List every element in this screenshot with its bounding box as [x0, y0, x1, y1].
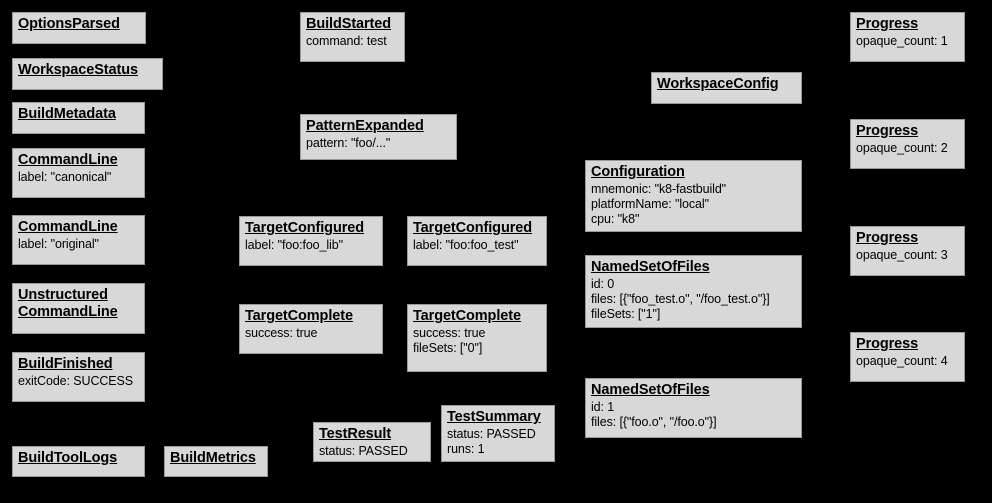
event-node-field: label: "original": [18, 237, 99, 252]
event-node-title: TestSummary: [447, 409, 541, 425]
event-node-progress-1[interactable]: Progress opaque_count: 1: [850, 12, 965, 62]
event-node-title: BuildFinished: [18, 356, 113, 372]
event-node-field: id: 1: [591, 400, 615, 415]
event-node-target-complete-foo-lib[interactable]: TargetComplete success: true: [239, 304, 383, 354]
event-node-field: pattern: "foo/...": [306, 136, 391, 151]
event-node-workspace-status[interactable]: WorkspaceStatus: [12, 58, 163, 90]
event-node-title: TargetComplete: [413, 308, 521, 324]
event-node-progress-4[interactable]: Progress opaque_count: 4: [850, 332, 965, 382]
event-node-unstructured-command-line[interactable]: Unstructured CommandLine: [12, 283, 145, 334]
event-node-title: BuildStarted: [306, 16, 392, 32]
event-node-test-result[interactable]: TestResult status: PASSED: [313, 422, 431, 462]
event-node-build-metrics[interactable]: BuildMetrics: [164, 446, 268, 477]
event-node-field: mnemonic: "k8-fastbuild": [591, 182, 727, 197]
event-node-progress-3[interactable]: Progress opaque_count: 3: [850, 226, 965, 276]
event-node-title: Configuration: [591, 164, 685, 180]
event-node-field: fileSets: ["1"]: [591, 306, 661, 321]
event-node-workspace-config[interactable]: WorkspaceConfig: [651, 72, 802, 104]
event-node-field: files: [{"foo.o", "/foo.o"}]: [591, 414, 717, 429]
event-node-title: Progress: [856, 16, 919, 32]
event-node-field: label: "foo:foo_test": [413, 238, 519, 253]
event-node-field: files: [{"foo_test.o", "/foo_test.o"}]: [591, 291, 770, 306]
event-node-field: success: true: [245, 326, 318, 341]
event-node-options-parsed[interactable]: OptionsParsed: [12, 12, 146, 44]
event-node-build-tool-logs[interactable]: BuildToolLogs: [12, 446, 145, 477]
event-node-title: TestResult: [319, 426, 392, 442]
event-node-field: platformName: "local": [591, 196, 709, 211]
event-node-field: opaque_count: 1: [856, 34, 948, 49]
event-node-title: TargetConfigured: [413, 220, 532, 236]
event-node-build-started[interactable]: BuildStarted command: test: [300, 12, 405, 62]
event-node-field: fileSets: ["0"]: [413, 340, 483, 355]
event-node-title: WorkspaceStatus: [18, 62, 138, 78]
event-node-command-line-canonical[interactable]: CommandLine label: "canonical": [12, 148, 145, 198]
event-node-title: Progress: [856, 336, 919, 352]
event-node-field: status: PASSED: [447, 427, 536, 442]
event-node-title: BuildToolLogs: [18, 450, 118, 466]
event-node-progress-2[interactable]: Progress opaque_count: 2: [850, 119, 965, 169]
event-node-title: Progress: [856, 230, 919, 246]
event-node-title: NamedSetOfFiles: [591, 382, 710, 398]
event-node-configuration[interactable]: Configuration mnemonic: "k8-fastbuild"pla…: [585, 160, 802, 232]
event-node-title: CommandLine: [18, 152, 118, 168]
event-node-build-finished[interactable]: BuildFinished exitCode: SUCCESS: [12, 352, 145, 402]
event-node-title: WorkspaceConfig: [657, 76, 779, 92]
event-node-field: exitCode: SUCCESS: [18, 374, 134, 389]
event-node-title: Progress: [856, 123, 919, 139]
event-node-title: OptionsParsed: [18, 16, 120, 32]
event-node-field: command: test: [306, 34, 387, 49]
event-node-field: opaque_count: 3: [856, 248, 948, 263]
event-node-field: id: 0: [591, 277, 615, 292]
event-node-target-configured-foo-lib[interactable]: TargetConfigured label: "foo:foo_lib": [239, 216, 383, 266]
event-node-field: runs: 1: [447, 441, 485, 456]
event-node-field: status: PASSED: [319, 444, 408, 459]
event-node-title: BuildMetadata: [18, 106, 116, 122]
event-node-pattern-expanded[interactable]: PatternExpanded pattern: "foo/...": [300, 114, 457, 160]
event-node-build-metadata[interactable]: BuildMetadata: [12, 102, 145, 134]
event-node-command-line-original[interactable]: CommandLine label: "original": [12, 215, 145, 265]
event-node-field: cpu: "k8": [591, 211, 640, 226]
event-node-title: NamedSetOfFiles: [591, 259, 710, 275]
event-node-field: opaque_count: 2: [856, 141, 948, 156]
event-node-title: BuildMetrics: [170, 450, 256, 466]
event-node-field: success: true: [413, 326, 486, 341]
event-node-title: PatternExpanded: [306, 118, 424, 134]
event-node-field: label: "foo:foo_lib": [245, 238, 343, 253]
event-node-field: label: "canonical": [18, 170, 112, 185]
event-node-target-configured-foo-test[interactable]: TargetConfigured label: "foo:foo_test": [407, 216, 547, 266]
event-node-title: Unstructured CommandLine: [18, 287, 118, 321]
event-node-title: CommandLine: [18, 219, 118, 235]
event-node-field: opaque_count: 4: [856, 354, 948, 369]
event-node-title: TargetComplete: [245, 308, 353, 324]
event-node-title: TargetConfigured: [245, 220, 364, 236]
